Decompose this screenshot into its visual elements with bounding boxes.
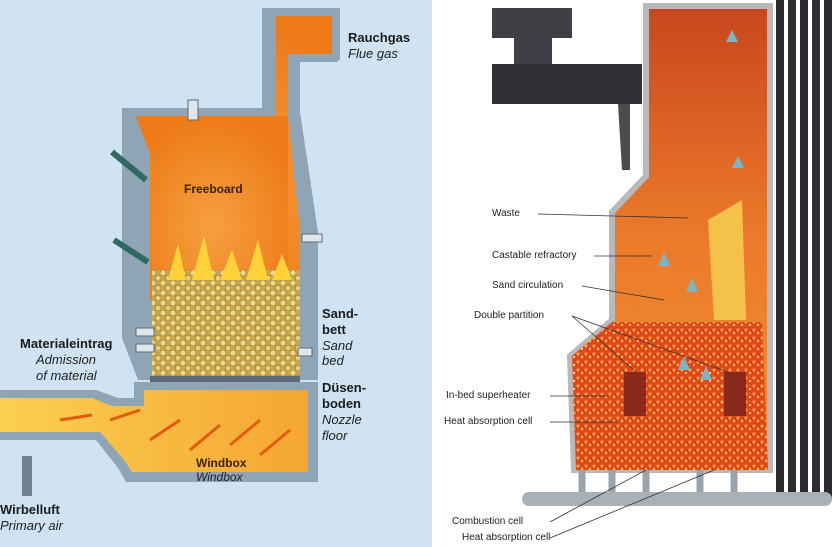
partition-right <box>724 372 746 416</box>
label-inbed-superheater: In-bed superheater <box>446 390 531 401</box>
water-wall-tubes <box>776 0 832 500</box>
admission-label-de: Materialeintrag <box>20 336 113 351</box>
circulation-arrows <box>658 30 744 380</box>
right-boiler-svg <box>492 0 832 539</box>
left-furnace-diagram: Rauchgas Flue gas Freeboard Sand- bett S… <box>0 0 432 547</box>
nozzle-floor-label-en-1: Nozzle <box>322 412 362 427</box>
wall-nozzles <box>135 99 323 357</box>
primary-air-pipe <box>22 456 32 496</box>
feed-chute <box>618 104 630 170</box>
sand-bed <box>152 270 300 378</box>
sand-bed-label-de-2: bett <box>322 322 346 337</box>
nozzle-floor <box>150 376 300 382</box>
nozzle-floor-label-en-2: floor <box>322 428 348 443</box>
admission-label-en-2: of material <box>36 368 97 383</box>
left-furnace-svg <box>0 8 340 496</box>
partition-left <box>624 372 646 416</box>
nozzle-floor-label-de-1: Düsen- <box>322 380 367 395</box>
label-combustion-cell: Combustion cell <box>452 516 524 527</box>
windbox-label-en: Windbox <box>196 470 243 484</box>
flue-gas-label-de: Rauchgas <box>348 30 411 45</box>
flue-gas-label-en: Flue gas <box>348 46 398 61</box>
label-castable-refractory: Castable refractory <box>492 250 577 261</box>
windbox-interior <box>0 390 308 472</box>
hopper-conveyor <box>492 64 642 104</box>
bottom-header-pipe <box>522 492 832 506</box>
waste-hopper <box>492 8 572 64</box>
sand-bed-label-de-1: Sand- <box>322 306 359 321</box>
windbox-label-de: Windbox <box>196 456 247 470</box>
label-waste: Waste <box>492 208 520 219</box>
primary-air-label-de: Wirbelluft <box>0 502 60 517</box>
callout-lines <box>537 213 729 539</box>
freeboard-label: Freeboard <box>184 182 243 196</box>
burners <box>110 149 150 265</box>
label-heat-absorption-cell-1: Heat absorption cell <box>444 416 533 427</box>
sand-bed-label-en-1: Sand <box>322 338 353 353</box>
nozzle-floor-label-de-2: boden <box>322 396 361 411</box>
primary-air-label-en: Primary air <box>0 518 63 533</box>
label-heat-absorption-cell-2: Heat absorption cell <box>462 532 551 543</box>
sand-curtain <box>708 200 746 320</box>
right-boiler-diagram: Waste Castable refractory Sand circulati… <box>432 0 835 547</box>
windbox-air-arrows <box>59 408 291 457</box>
freeboard-upper <box>136 116 288 300</box>
admission-label-en-1: Admission <box>36 352 96 367</box>
sand-bed-label-en-2: bed <box>322 353 344 368</box>
label-sand-circulation: Sand circulation <box>492 280 564 291</box>
flames <box>168 236 292 280</box>
label-double-partition: Double partition <box>474 310 545 321</box>
